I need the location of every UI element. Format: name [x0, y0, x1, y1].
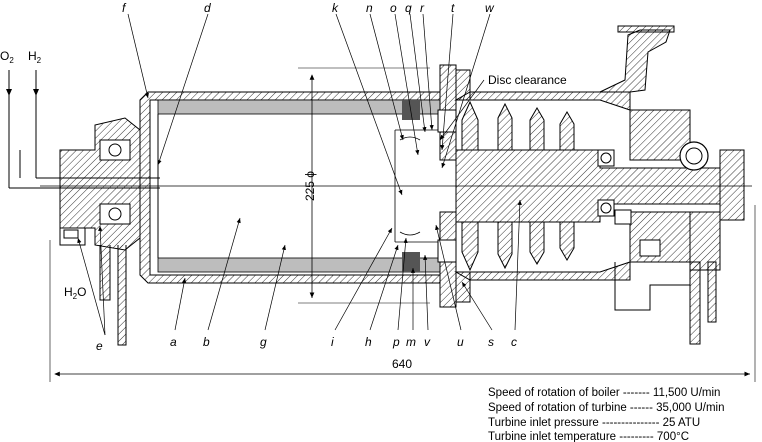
spec-inlet-pressure: Turbine inlet pressure --------------- 2… — [488, 417, 700, 429]
h2o-label: H2O — [64, 285, 86, 301]
spec-turbine-speed: Speed of rotation of turbine ------ 35,0… — [488, 402, 725, 414]
label-b: b — [203, 335, 210, 349]
diameter-value: 225 ϕ — [303, 171, 317, 201]
label-v: v — [424, 335, 431, 349]
label-n: n — [366, 1, 373, 15]
label-d: d — [204, 1, 211, 15]
length-dimension — [49, 205, 756, 382]
label-q: q — [405, 1, 412, 15]
spec-inlet-temperature: Turbine inlet temperature --------- 700°… — [488, 431, 689, 442]
left-bearing-housing — [59, 117, 141, 346]
leader-lines — [77, 13, 522, 336]
label-m: m — [406, 335, 416, 349]
label-f: f — [122, 1, 127, 15]
h2-label: H2 — [28, 49, 42, 65]
label-p: p — [392, 335, 400, 349]
label-o: o — [390, 1, 397, 15]
label-s: s — [488, 335, 494, 349]
label-e: e — [96, 339, 103, 353]
label-t: t — [451, 1, 455, 15]
label-h: h — [365, 335, 372, 349]
label-r: r — [420, 1, 425, 15]
turbine-support — [614, 209, 717, 345]
o2-label: O2 — [0, 49, 14, 65]
spec-boiler-speed: Speed of rotation of boiler ------- 11,5… — [488, 387, 720, 399]
label-w: w — [485, 1, 495, 15]
label-i: i — [331, 335, 334, 349]
label-k: k — [332, 1, 339, 15]
diameter-dimension — [298, 67, 430, 304]
disc-clearance-label: Disc clearance — [488, 73, 567, 87]
label-c: c — [511, 335, 517, 349]
label-a: a — [170, 335, 177, 349]
label-g: g — [260, 335, 267, 349]
length-value: 640 — [392, 357, 412, 371]
turbine-casing — [454, 25, 745, 281]
mid-flange — [437, 64, 471, 308]
label-u: u — [457, 335, 464, 349]
